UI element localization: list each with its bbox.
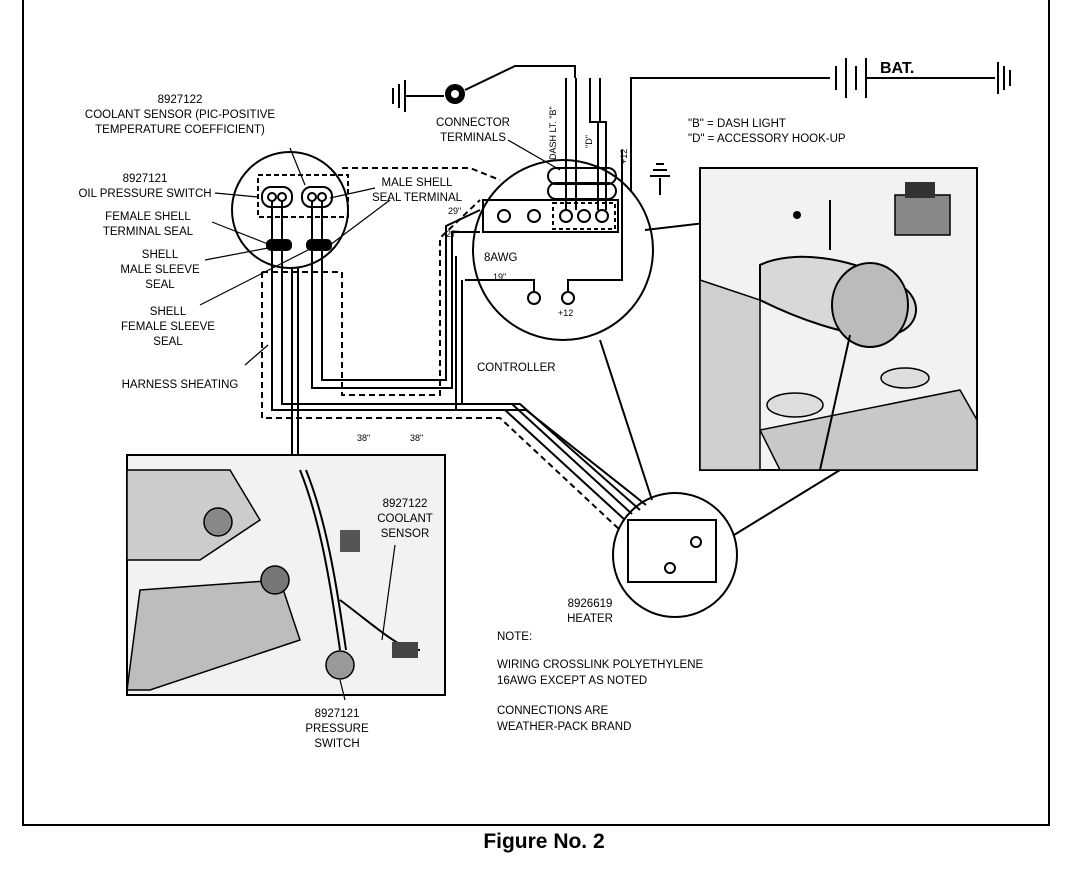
note-title: NOTE:: [497, 631, 532, 643]
coolant2-label-2: SENSOR: [381, 528, 430, 540]
harness-sheating-label: HARNESS SHEATING: [122, 379, 239, 391]
female-shell-label-2: TERMINAL SEAL: [103, 226, 194, 238]
shell-female-label-3: SEAL: [153, 336, 183, 348]
oil-switch-pn: 8927121: [123, 173, 168, 185]
coolant-sensor-label-1: COOLANT SENSOR (PIC-POSITIVE: [85, 109, 276, 121]
len-19-label: 19": [493, 272, 506, 282]
shell-male-label-2: MALE SLEEVE: [120, 264, 200, 276]
connector-label-2: TERMINALS: [440, 132, 506, 144]
len-38a-label: 38": [357, 433, 370, 443]
len-27-label: 27": [446, 229, 459, 239]
coolant-sensor-pn: 8927122: [158, 94, 203, 106]
pressure-switch-label-1: PRESSURE: [305, 723, 369, 735]
oil-switch-label: OIL PRESSURE SWITCH: [78, 188, 211, 200]
len-38b-label: 38": [410, 433, 423, 443]
note-line-3: CONNECTIONS ARE: [497, 705, 609, 717]
coolant2-label-1: COOLANT: [377, 513, 433, 525]
awg8-label: 8AWG: [484, 252, 517, 264]
shell-female-label-1: SHELL: [150, 306, 187, 318]
pressure-switch-label-2: SWITCH: [314, 738, 359, 750]
figure-caption: Figure No. 2: [483, 830, 605, 853]
plus12-bottom-label: +12: [558, 308, 573, 318]
legend-b: "B" = DASH LIGHT: [688, 118, 786, 130]
harness-wires: [261, 167, 653, 531]
male-shell-label-2: SEAL TERMINAL: [372, 192, 463, 204]
engine-photo-lower-left: [126, 454, 446, 701]
heater-pn: 8926619: [568, 598, 613, 610]
wiring-diagram: 8927122 COOLANT SENSOR (PIC-POSITIVE TEM…: [78, 58, 1011, 750]
note-line-4: WEATHER-PACK BRAND: [497, 721, 631, 733]
ground-symbol-top-left: [392, 65, 576, 112]
coolant2-pn: 8927122: [383, 498, 428, 510]
engine-photo-right: [699, 167, 978, 471]
note-line-1: WIRING CROSSLINK POLYETHYLENE: [497, 659, 704, 671]
leader-lines-left: [199, 147, 391, 366]
note-line-2: 16AWG EXCEPT AS NOTED: [497, 675, 647, 687]
connector-label-1: CONNECTOR: [436, 117, 510, 129]
battery-symbol: [630, 58, 1011, 134]
ground-symbol-mid: [650, 163, 670, 195]
shell-male-label-1: SHELL: [142, 249, 179, 261]
len-29-label: 29": [448, 206, 461, 216]
plus12-top-label: +12: [619, 149, 629, 164]
pressure-switch-pn: 8927121: [315, 708, 360, 720]
battery-label: BAT.: [880, 60, 914, 77]
controller-label: CONTROLLER: [477, 362, 556, 374]
d-terminal-label: "D": [584, 135, 594, 148]
diagram-frame: [22, 0, 1050, 826]
shell-female-label-2: FEMALE SLEEVE: [121, 321, 215, 333]
sensor-connector-detail: [231, 151, 349, 269]
legend-d: "D" = ACCESSORY HOOK-UP: [688, 133, 846, 145]
female-shell-label-1: FEMALE SHELL: [105, 211, 191, 223]
dash-lt-label: DASH LT. "B": [548, 106, 558, 160]
shell-male-label-3: SEAL: [145, 279, 175, 291]
controller-detail: [465, 78, 654, 341]
heater-label: HEATER: [567, 613, 613, 625]
male-shell-label-1: MALE SHELL: [382, 177, 454, 189]
coolant-sensor-label-2: TEMPERATURE COEFFICIENT): [95, 124, 265, 136]
diagram-labels: 8927122 COOLANT SENSOR (PIC-POSITIVE TEM…: [78, 60, 914, 750]
